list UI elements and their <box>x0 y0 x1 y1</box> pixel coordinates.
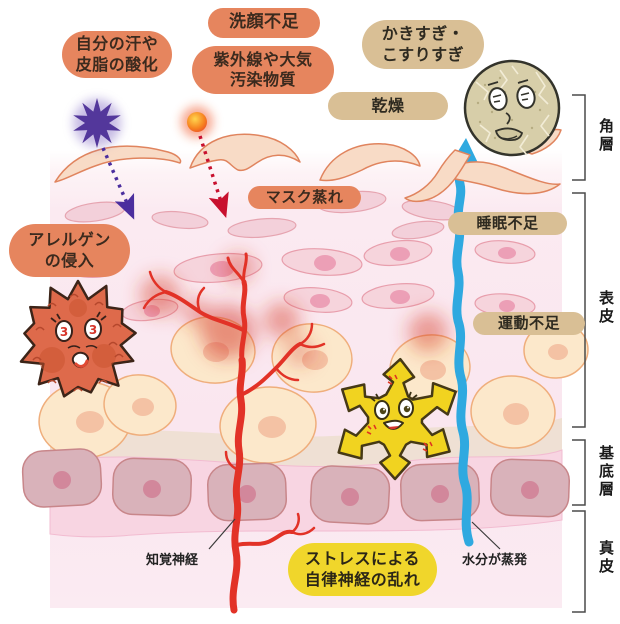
badge-line: かきすぎ・ <box>381 24 465 44</box>
bracket-dermis <box>572 510 586 613</box>
badge-line: 運動不足 <box>497 313 560 332</box>
badge-uv-pollution: 紫外線や大気 汚染物質 <box>192 46 334 94</box>
badge-line: 乾燥 <box>371 95 405 115</box>
badge-allergen-entry: アレルゲン の侵入 <box>9 224 130 277</box>
pointer-lines <box>208 518 501 550</box>
badge-line: 洗顔不足 <box>229 12 299 33</box>
label-dermis: 真皮 <box>597 540 615 576</box>
inflamed-cell-mouth <box>67 344 98 368</box>
badge-line: 睡眠不足 <box>476 213 539 232</box>
inflamed-cell-character: 3 3 <box>19 279 137 398</box>
dry-cell-character <box>463 59 561 157</box>
inflamed-cell-bumps <box>32 293 124 392</box>
badge-line: マスク蒸れ <box>265 187 344 206</box>
badge-mask-steam: マスク蒸れ <box>248 186 361 209</box>
badge-line: 紫外線や大気 <box>213 49 313 69</box>
label-sensory-nerve: 知覚神経 <box>146 553 199 568</box>
badge-line: 皮脂の酸化 <box>75 54 159 74</box>
pollutant-particle <box>181 106 213 138</box>
badge-line: 自分の汗や <box>75 34 159 54</box>
badge-face-washing: 洗顔不足 <box>208 8 320 38</box>
badge-line: こすりすぎ <box>381 44 465 64</box>
langerhans-cell-eyes <box>369 391 418 420</box>
badge-dryness: 乾燥 <box>328 92 448 120</box>
bracket-stratum-corneum <box>572 94 586 181</box>
basal-cells <box>21 448 571 525</box>
label-epidermis: 表皮 <box>597 290 615 326</box>
sensory-nerve <box>142 252 326 614</box>
badge-line: ストレスによる <box>304 549 421 569</box>
inflamed-cell-eyes: 3 3 <box>50 311 107 342</box>
anger-marks <box>366 374 433 452</box>
bracket-basal-layer <box>572 439 586 506</box>
inflamed-cell-blush <box>39 299 116 373</box>
badge-sleep-lack: 睡眠不足 <box>448 212 567 235</box>
dry-cell-cracks <box>475 65 550 156</box>
badge-sweat-oxidation: 自分の汗や 皮脂の酸化 <box>62 31 172 78</box>
dizzy-mark-left: 3 <box>60 325 68 339</box>
bracket-epidermis <box>572 192 586 428</box>
allergen-arrow <box>101 147 135 220</box>
badge-line: の侵入 <box>44 250 95 270</box>
langerhans-cell-character <box>337 357 457 481</box>
allergen-particle <box>73 98 121 148</box>
label-basal-layer: 基底層 <box>597 445 615 499</box>
badge-line: 汚染物質 <box>229 70 296 89</box>
langerhans-cell-mouth <box>383 419 404 430</box>
dry-cell-face <box>487 79 536 142</box>
badge-exercise-lack: 運動不足 <box>473 312 585 335</box>
dizzy-mark-right: 3 <box>89 323 97 337</box>
badge-line: 自律神経の乱れ <box>304 569 421 589</box>
badge-scratch-rub: かきすぎ・ こすりすぎ <box>362 20 484 69</box>
layer-brackets <box>572 94 586 613</box>
badge-stress: ストレスによる 自律神経の乱れ <box>288 543 437 596</box>
badge-line: アレルゲン <box>28 230 111 250</box>
langerhans-cell-body <box>337 357 457 481</box>
label-water-evaporation: 水分が蒸発 <box>462 553 528 568</box>
label-stratum-corneum: 角層 <box>597 118 615 154</box>
